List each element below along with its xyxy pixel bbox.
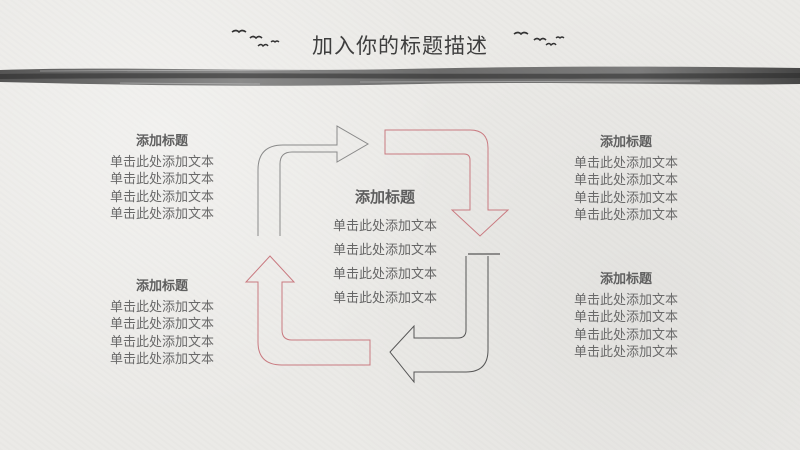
text-block-top-right: 添加标题 单击此处添加文本 单击此处添加文本 单击此处添加文本 单击此处添加文本 [556, 134, 696, 225]
block-heading: 添加标题 [135, 134, 188, 149]
block-line: 单击此处添加文本 [573, 173, 678, 188]
block-line: 单击此处添加文本 [109, 317, 214, 332]
center-line: 单击此处添加文本 [332, 243, 437, 258]
block-heading: 添加标题 [599, 135, 652, 150]
block-heading: 添加标题 [599, 272, 652, 287]
text-block-center: 添加标题 单击此处添加文本 单击此处添加文本 单击此处添加文本 单击此处添加文本 [300, 186, 470, 311]
block-line: 单击此处添加文本 [109, 189, 214, 205]
text-block-bottom-right: 添加标题 单击此处添加文本 单击此处添加文本 单击此处添加文本 单击此处添加文本 [556, 271, 696, 362]
center-line: 单击此处添加文本 [332, 291, 437, 306]
block-line: 单击此处添加文本 [109, 172, 214, 187]
arrow-bottom-left-pointing [389, 256, 489, 384]
block-line: 单击此处添加文本 [109, 334, 214, 350]
block-line: 单击此处添加文本 [109, 299, 214, 315]
flying-birds-icon [231, 29, 280, 48]
arrow-left-up-pointing [244, 255, 371, 366]
block-line: 单击此处添加文本 [573, 310, 678, 325]
block-line: 单击此处添加文本 [573, 155, 678, 171]
text-block-bottom-left: 添加标题 单击此处添加文本 单击此处添加文本 单击此处添加文本 单击此处添加文本 [92, 278, 232, 369]
arrow-right-down-pointing [384, 129, 510, 237]
block-line: 单击此处添加文本 [573, 190, 678, 206]
block-heading: 添加标题 [135, 279, 188, 294]
flying-birds-icon [513, 31, 565, 47]
block-line: 单击此处添加文本 [573, 292, 678, 308]
center-line: 单击此处添加文本 [332, 219, 437, 234]
block-line: 单击此处添加文本 [109, 154, 214, 170]
block-line: 单击此处添加文本 [573, 345, 678, 360]
arrow-top-right-pointing [257, 125, 369, 236]
text-block-top-left: 添加标题 单击此处添加文本 单击此处添加文本 单击此处添加文本 单击此处添加文本 [92, 133, 232, 224]
ink-brush-stroke [0, 66, 800, 86]
block-line: 单击此处添加文本 [573, 327, 678, 343]
block-line: 单击此处添加文本 [109, 207, 214, 222]
block-line: 单击此处添加文本 [109, 352, 214, 367]
center-line: 单击此处添加文本 [332, 267, 437, 282]
center-heading: 添加标题 [354, 188, 415, 206]
slide-title: 加入你的标题描述 [312, 34, 488, 58]
block-line: 单击此处添加文本 [573, 208, 678, 223]
